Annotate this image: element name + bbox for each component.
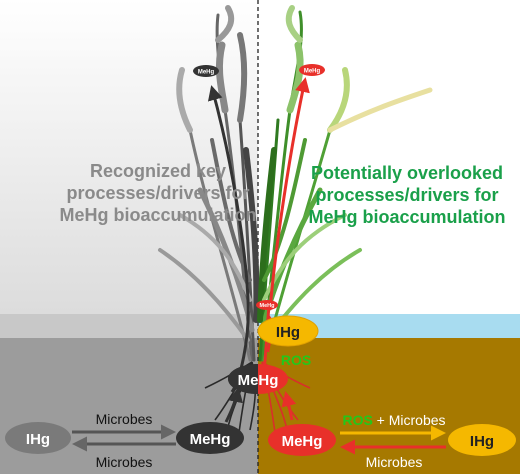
left-demethylation-label: Microbes [96, 454, 153, 470]
right-stem-mehg-tag: MeHg [256, 300, 278, 310]
right-grain-mehg-tag: MeHg [299, 64, 325, 76]
rice-plant-gray [158, 5, 260, 362]
root-mehg-label: MeHg [238, 372, 279, 389]
right-top-microbes: + Microbes [373, 412, 446, 428]
right-ihg-node: IHg [448, 424, 516, 456]
right-heading-line-3: MeHg bioaccumulation [308, 207, 505, 227]
right-top-ros: ROS [342, 412, 372, 428]
right-mehg-node: MeHg [268, 424, 336, 456]
root-mehg-node: MeHg [228, 364, 288, 394]
right-water-ihg-label: IHg [276, 324, 300, 341]
left-heading-line-1: Recognized key [90, 161, 226, 181]
left-grain-mehg-label: MeHg [198, 70, 215, 76]
left-heading-line-3: MeHg bioaccumulation [59, 205, 256, 225]
right-water-ihg-node: IHg [257, 315, 319, 347]
left-heading-line-2: processes/drivers for [66, 183, 249, 203]
left-ihg-node: IHg [5, 422, 71, 454]
right-heading-line-1: Potentially overlooked [311, 163, 503, 183]
left-mehg-node: MeHg [176, 422, 244, 454]
ros-label: ROS [281, 352, 311, 368]
left-ihg-label: IHg [26, 431, 50, 448]
right-bottom-arrow-label: Microbes [366, 454, 423, 470]
left-methylation-label: Microbes [96, 411, 153, 427]
left-grain-mehg-tag: MeHg [193, 65, 219, 77]
right-top-arrow-label: ROS + Microbes [342, 412, 445, 428]
right-grain-mehg-label: MeHg [304, 69, 321, 75]
right-heading-line-2: processes/drivers for [315, 185, 498, 205]
right-ihg-label: IHg [470, 433, 494, 450]
left-mehg-label: MeHg [190, 431, 231, 448]
right-mehg-label: MeHg [282, 433, 323, 450]
right-stem-mehg-label: MeHg [260, 303, 275, 309]
left-water-layer [0, 314, 258, 338]
